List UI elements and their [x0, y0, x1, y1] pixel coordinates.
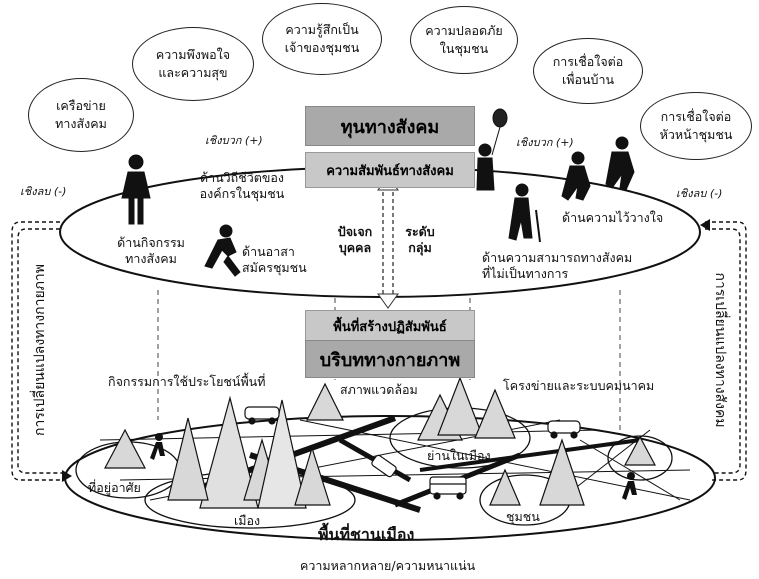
- left-feedback-arrow: [11, 221, 64, 481]
- label-social-activity: ด้านกิจกรรมทางสังคม: [117, 235, 185, 266]
- label-trust-aspect: ด้านความไว้วางใจ: [562, 210, 664, 225]
- label-org-life: ด้านวิถีชีวิตขององค์กรในชุมชน: [199, 170, 285, 201]
- label-positive-left: เชิงบวก (+): [205, 134, 263, 147]
- interaction-space-box: พื้นที่สร้างปฏิสัมพันธ์: [305, 310, 475, 342]
- label-physical-change: การเปลี่ยนแปลงทางกายภาพ: [32, 264, 48, 436]
- pedestrian-icons: [150, 433, 637, 500]
- label-periurban: พื้นที่ชานเมือง: [318, 525, 415, 544]
- label-group-level: ระดับกลุ่ม: [405, 224, 435, 255]
- physical-context-box: บริบททางกายภาพ: [305, 340, 475, 378]
- bubble-neighbor-trust: การเชื่อใจต่อเพื่อนบ้าน: [533, 38, 643, 104]
- right-feedback-arrow: [705, 221, 747, 481]
- page-title: ทุนทางสังคม: [305, 106, 475, 146]
- bubble-leader-trust: การเชื่อใจต่อหัวหน้าชุมชน: [640, 92, 752, 160]
- label-city: เมือง: [234, 513, 261, 528]
- bubble-social-network: เครือข่ายทางสังคม: [28, 78, 134, 152]
- label-volunteer: ด้านอาสาสมัครชุมชน: [242, 244, 307, 275]
- label-informal-ability: ด้านความสามารถทางสังคมที่ไม่เป็นทางการ: [482, 250, 633, 281]
- bubble-satisfaction: ความพึงพอใจและความสุข: [132, 27, 254, 101]
- bubble-ownership: ความรู้สึกเป็นเจ้าของชุมชน: [262, 3, 382, 75]
- right-arrowhead: [700, 219, 710, 231]
- label-inner-city: ย่านในเมือง: [427, 448, 491, 463]
- label-community: ชุมชน: [506, 509, 540, 524]
- label-land-use: กิจกรรมการใช้ประโยชน์พื้นที่: [108, 374, 266, 389]
- vehicle-icons: [244, 406, 581, 500]
- label-residential: ที่อยู่อาศัย: [88, 480, 141, 495]
- label-negative-right: เชิงลบ (-): [676, 187, 723, 200]
- people-icons: [121, 108, 635, 277]
- bubble-safety: ความปลอดภัยในชุมชน: [410, 6, 518, 74]
- label-negative-left: เชิงลบ (-): [20, 185, 67, 198]
- label-positive-right: เชิงบวก (+): [516, 136, 574, 149]
- building-shapes: [104, 376, 657, 509]
- label-individual: ปัจเจกบุคคล: [337, 224, 373, 255]
- left-arrowhead: [62, 470, 72, 482]
- label-environment: สภาพแวดล้อม: [340, 382, 418, 397]
- label-social-change: การเปลี่ยนแปลงทางสังคม: [712, 272, 728, 428]
- label-transport: โครงข่ายและระบบคมนาคม: [503, 378, 655, 393]
- label-diversity: ความหลากหลาย/ความหนาแน่น: [300, 558, 476, 573]
- page-subtitle: ความสัมพันธ์ทางสังคม: [305, 152, 475, 188]
